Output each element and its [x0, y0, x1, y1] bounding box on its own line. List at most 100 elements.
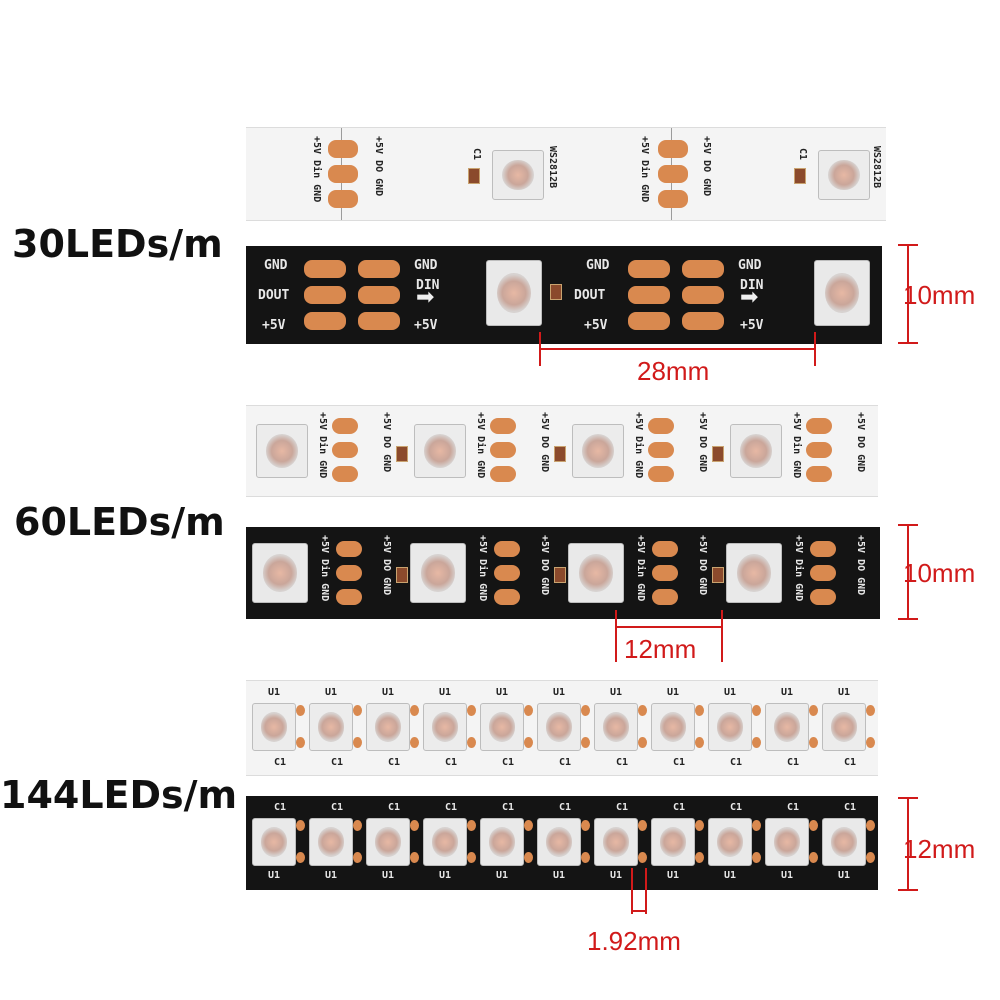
dim-144-pitch-label: 1.92mm	[587, 926, 681, 956]
solder-pad	[494, 589, 520, 605]
solder-pad	[638, 820, 647, 831]
solder-pad	[810, 565, 836, 581]
solder-pad	[652, 589, 678, 605]
led-lens	[736, 554, 772, 592]
silk-u1: U1	[838, 687, 851, 698]
silk-pins-in: +5V Din GND	[791, 412, 802, 479]
solder-pad	[304, 312, 346, 330]
solder-pad	[648, 418, 674, 434]
led-chip	[486, 260, 542, 326]
led-chip	[423, 818, 467, 866]
led-lens	[740, 434, 772, 468]
led-chip	[822, 703, 866, 751]
silk-din: DIN	[416, 278, 440, 293]
silk-cap: C1	[331, 802, 344, 813]
solder-pad	[353, 737, 362, 748]
led-chip	[708, 818, 752, 866]
silk-u1: U1	[382, 870, 395, 881]
solder-pad	[752, 705, 761, 716]
led-chip	[537, 703, 581, 751]
solder-pad	[652, 565, 678, 581]
solder-pad	[410, 737, 419, 748]
dim-144-width-tick	[898, 797, 918, 799]
led-lens	[260, 827, 288, 857]
led-chip	[410, 543, 466, 603]
strip-30-black: GND DOUT +5V GND DIN ➡ +5V GND DOUT +5V …	[246, 246, 882, 344]
solder-pad	[810, 541, 836, 557]
capacitor	[794, 168, 806, 184]
silk-pins-out: +5V DO GND	[855, 412, 866, 473]
solder-pad	[410, 705, 419, 716]
solder-pad	[695, 852, 704, 863]
led-chip	[765, 818, 809, 866]
led-chip	[765, 703, 809, 751]
label-60-leds-per-meter: 60LEDs/m	[14, 500, 225, 544]
solder-pad	[336, 541, 362, 557]
dim-60-width-line	[907, 524, 909, 620]
silk-u1: U1	[667, 870, 680, 881]
solder-pad	[695, 820, 704, 831]
led-chip	[480, 703, 524, 751]
led-chip	[309, 818, 353, 866]
solder-pad	[658, 140, 688, 158]
dim-144-pitch-line	[632, 910, 646, 912]
silk-pins-in: +5V Din GND	[319, 535, 330, 602]
solder-pad	[467, 737, 476, 748]
led-chip	[414, 424, 466, 478]
solder-pad	[296, 705, 305, 716]
led-chip	[423, 703, 467, 751]
silk-cap: C1	[274, 757, 287, 768]
solder-pad	[296, 820, 305, 831]
silk-cap: C1	[730, 802, 743, 813]
led-lens	[317, 827, 345, 857]
solder-pad	[809, 852, 818, 863]
solder-pad	[353, 705, 362, 716]
led-chip	[366, 818, 410, 866]
silk-dout: DOUT	[258, 288, 290, 303]
led-chip	[814, 260, 870, 326]
solder-pad	[695, 705, 704, 716]
dim-144-width-line	[907, 797, 909, 891]
led-lens	[545, 712, 573, 742]
solder-pad	[494, 541, 520, 557]
label-30-leds-per-meter: 30LEDs/m	[12, 222, 223, 266]
led-lens	[496, 272, 532, 314]
silk-u1: U1	[724, 870, 737, 881]
solder-pad	[304, 286, 346, 304]
led-lens	[602, 712, 630, 742]
led-chip	[730, 424, 782, 478]
led-chip	[651, 703, 695, 751]
solder-pad	[332, 466, 358, 482]
dim-30-width-label: 10mm	[903, 280, 976, 310]
dim-30-pitch-label: 28mm	[637, 356, 710, 386]
silk-cap: C1	[559, 802, 572, 813]
silk-u1: U1	[553, 687, 566, 698]
solder-pad	[581, 852, 590, 863]
solder-pad	[410, 820, 419, 831]
silk-u1: U1	[268, 870, 281, 881]
dim-30-width-tick	[898, 342, 918, 344]
silk-cap: C1	[388, 802, 401, 813]
solder-pad	[467, 705, 476, 716]
solder-pad	[296, 852, 305, 863]
solder-pad	[332, 418, 358, 434]
solder-pad	[695, 737, 704, 748]
solder-pad	[638, 852, 647, 863]
capacitor	[712, 567, 724, 583]
solder-pad	[806, 466, 832, 482]
silk-pins-in: +5V Din GND	[475, 412, 486, 479]
dim-30-width-tick	[898, 244, 918, 246]
led-lens	[773, 827, 801, 857]
silk-pins-out: +5V DO GND	[697, 535, 708, 596]
led-chip	[480, 818, 524, 866]
dim-60-width-tick	[898, 524, 918, 526]
solder-pad	[358, 260, 400, 278]
dim-60-width-tick	[898, 618, 918, 620]
solder-pad	[524, 705, 533, 716]
led-chip	[252, 703, 296, 751]
silk-dout: DOUT	[574, 288, 606, 303]
silk-cap: C1	[471, 148, 482, 161]
solder-pad	[752, 820, 761, 831]
led-chip	[572, 424, 624, 478]
